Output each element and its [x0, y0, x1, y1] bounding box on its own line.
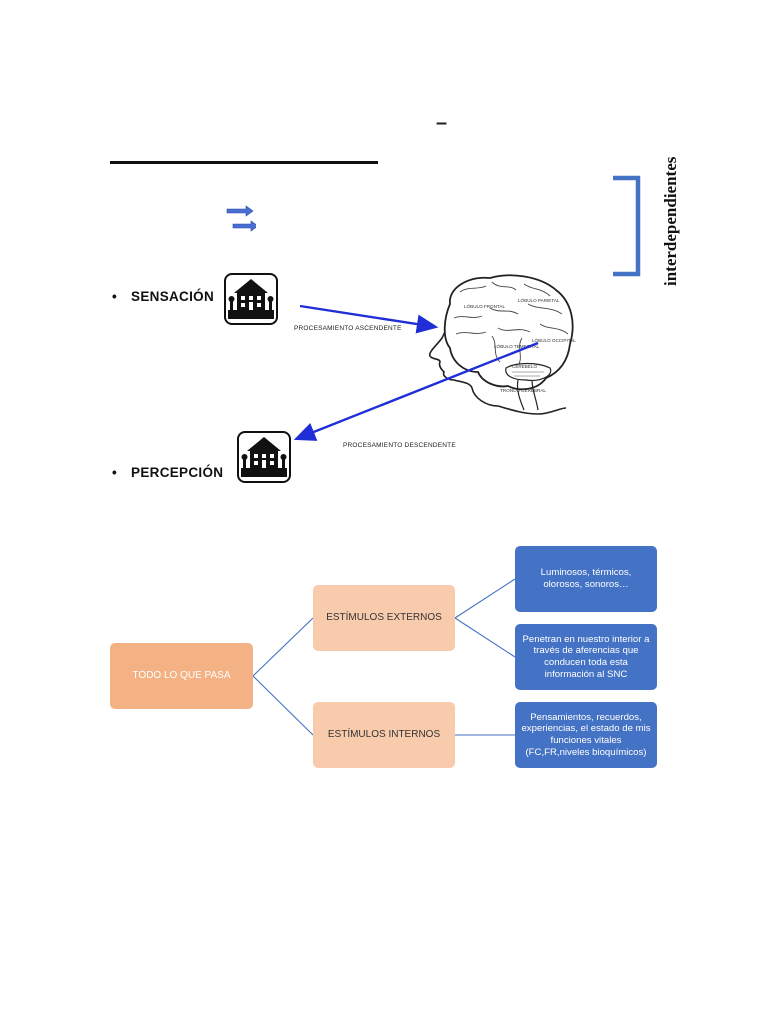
node-pensamientos: Pensamientos, recuerdos, experiencias, e…	[515, 702, 657, 768]
brain-label-occipital: LÓBULO OCCIPITAL	[532, 337, 576, 343]
percepcion-item: • PERCEPCIÓN	[112, 465, 223, 480]
right-arrow-icon	[232, 220, 256, 232]
bullet-dot: •	[112, 289, 118, 304]
brain-label-tronco: TRONCO CEREBRAL	[500, 388, 546, 393]
right-arrow-icon	[226, 205, 254, 217]
ascendente-label: PROCESAMIENTO ASCENDENTE	[294, 325, 402, 332]
title-underline	[110, 161, 378, 164]
house-icon	[224, 273, 278, 325]
bullet-dot: •	[112, 465, 118, 480]
brain-label-frontal: LÓBULO FRONTAL	[464, 303, 505, 309]
right-bracket	[613, 175, 641, 277]
brain-label-cerebelo: CEREBELO	[512, 364, 537, 369]
sensacion-label: SENSACIÓN	[131, 289, 214, 304]
sensacion-item: • SENSACIÓN	[112, 289, 214, 304]
descending-arrow	[293, 341, 539, 441]
node-estimulos-externos: ESTÍMULOS EXTERNOS	[313, 585, 455, 651]
node-estimulos-internos: ESTÍMULOS INTERNOS	[313, 702, 455, 768]
brain-label-parietal: LÓBULO PARIETAL	[518, 297, 560, 303]
node-luminosos: Luminosos, térmicos, olorosos, sonoros…	[515, 546, 657, 612]
node-penetran: Penetran en nuestro interior a través de…	[515, 624, 657, 690]
percepcion-label: PERCEPCIÓN	[131, 465, 224, 480]
brain-label-temporal: LÓBULO TEMPORAL	[494, 343, 540, 349]
concept-map-connectors	[252, 578, 516, 736]
brain-head-icon: LÓBULO FRONTAL LÓBULO PARIETAL LÓBULO TE…	[428, 274, 576, 415]
house-icon	[237, 431, 291, 483]
header-dash: –	[436, 112, 448, 134]
node-todo-lo-que-pasa: TODO LO QUE PASA	[110, 643, 253, 709]
right-arrow-icons	[226, 205, 256, 232]
descendente-label: PROCESAMIENTO DESCENDENTE	[343, 442, 456, 449]
processing-arrows	[293, 304, 539, 441]
ascending-arrow	[299, 304, 439, 334]
